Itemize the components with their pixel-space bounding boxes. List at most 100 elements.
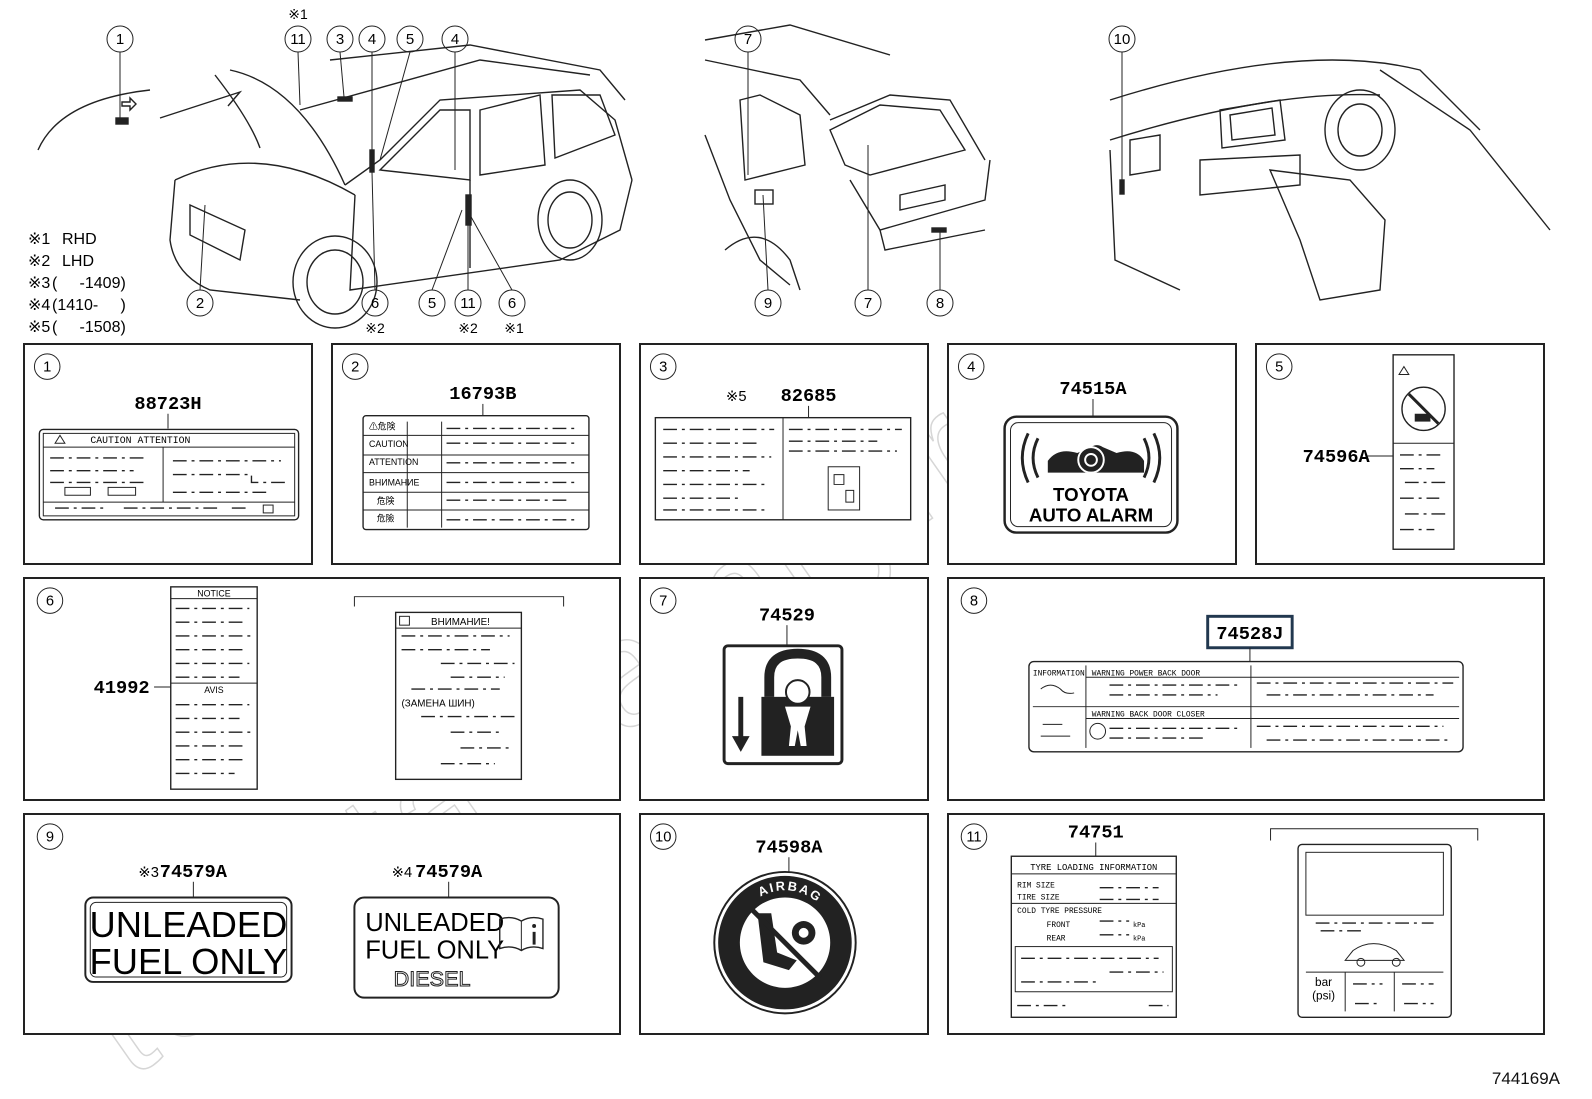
legend-4-text: (1410- ) — [52, 297, 126, 314]
panel-3-part-number: 82685 — [781, 385, 837, 407]
legend-1-mark: ※1 — [28, 231, 50, 248]
label-2-row-5: 危険 — [377, 495, 395, 506]
legend-5-mark: ※5 — [28, 319, 50, 336]
label-6b-sub: (ЗАМЕНА ШИН) — [402, 699, 475, 710]
svg-text:10: 10 — [1114, 31, 1131, 48]
panel-9: 9 ※3 74579A UNLEADED FUEL ONLY ※4 74579A… — [23, 813, 621, 1035]
alarm-line-1: TOYOTA — [1053, 484, 1129, 505]
callout-6b-note: ※1 — [504, 320, 524, 336]
svg-text:1: 1 — [116, 31, 124, 48]
suv-front-view — [37, 44, 633, 329]
left-line-2: FUEL ONLY — [90, 941, 288, 982]
panel-8-part-number: 74528J — [1216, 623, 1283, 645]
panel-9-right-part: 74579A — [415, 861, 483, 883]
panel-4-number: 4 — [967, 360, 975, 376]
tyre-unit-rear: kPa — [1133, 936, 1145, 944]
callout-2: 2 — [186, 289, 214, 317]
svg-text:8: 8 — [936, 295, 944, 312]
panel-1: 1 88723H CAUTION ATTENTION — [23, 343, 313, 565]
label-2-row-1: ⚠危険 — [369, 420, 396, 431]
label-1-header: CAUTION ATTENTION — [90, 435, 190, 446]
tyre-row-tire: TIRE SIZE — [1017, 893, 1060, 902]
legend-5-text: ( -1508) — [52, 319, 126, 336]
legend-3-mark: ※3 — [28, 275, 50, 292]
panel-9-left-note: ※3 — [138, 865, 159, 881]
callout-7b: 7 — [854, 289, 882, 317]
legend-1-text: RHD — [62, 231, 97, 248]
panel-7-part-number: 74529 — [759, 604, 815, 626]
svg-text:9: 9 — [764, 295, 772, 312]
callout-11-top: 11 — [284, 25, 312, 53]
label-2-row-2: CAUTION — [369, 439, 409, 449]
callout-6a-note: ※2 — [365, 320, 385, 336]
label-41992-a: NOTICE AVIS — [170, 586, 258, 790]
panel-4: 4 74515A TOYOTA AUTO ALARM — [947, 343, 1237, 565]
svg-text:6: 6 — [371, 295, 379, 312]
panel-1-part-number: 88723H — [134, 393, 201, 415]
label-8-warn-2: WARNING BACK DOOR CLOSER — [1092, 711, 1205, 720]
label-82685 — [654, 416, 912, 521]
panel-9-number: 9 — [46, 830, 54, 846]
panel-3: 3 ※5 82685 — [639, 343, 929, 565]
panel-2-number: 2 — [351, 360, 359, 376]
tyre-row-rim: RIM SIZE — [1017, 882, 1055, 891]
tyre-unit-psi: (psi) — [1312, 990, 1335, 1003]
panel-2-part-number: 16793B — [449, 383, 516, 405]
panel-3-number: 3 — [659, 360, 667, 376]
callout-6b: 6 — [498, 289, 526, 317]
callout-11-top-note: ※1 — [288, 6, 308, 22]
panel-11-number: 11 — [966, 830, 981, 846]
label-6b-title: ВНИМАНИЕ! — [431, 617, 490, 628]
right-line-3: DIESEL — [394, 966, 471, 991]
left-line-1: UNLEADED — [90, 904, 288, 945]
panel-2: 2 16793B ⚠危険 CAUTION ATTENTION ВНИМАНИЕ … — [331, 343, 621, 565]
panel-8-number: 8 — [970, 594, 978, 610]
svg-text:5: 5 — [406, 31, 414, 48]
tyre-unit-bar: bar — [1315, 976, 1332, 989]
panel-4-part-number: 74515A — [1059, 378, 1127, 400]
callout-3: 3 — [326, 25, 354, 53]
callout-8: 8 — [926, 289, 954, 317]
manual-book-icon — [499, 916, 544, 952]
svg-text:2: 2 — [196, 295, 204, 312]
tyre-row-rear: REAR — [1047, 935, 1066, 944]
suv-rear-view — [704, 24, 991, 291]
callout-10: 10 — [1108, 25, 1136, 53]
callout-1: 1 — [106, 25, 134, 53]
legend-3-text: ( -1409) — [52, 275, 126, 292]
tyre-row-front: FRONT — [1047, 921, 1071, 930]
callout-11-bottom-note: ※2 — [458, 320, 478, 336]
callout-6a: 6 — [361, 289, 389, 317]
callout-7a: 7 — [734, 25, 762, 53]
panel-11: 11 74751 TYRE LOADING INFORMATION RIM SI… — [947, 813, 1545, 1035]
callout-4a: 4 — [358, 25, 386, 53]
panel-7: 7 74529 — [639, 577, 929, 801]
callout-11-bottom: 11 — [454, 289, 482, 317]
panel-1-number: 1 — [43, 360, 51, 376]
tyre-info-label-b: bar (psi) — [1297, 843, 1452, 1018]
svg-text:4: 4 — [368, 31, 376, 48]
panel-8: 8 74528J INFORMATION WARNING POWER BACK … — [947, 577, 1545, 801]
dashboard-view — [1109, 59, 1551, 301]
svg-text:11: 11 — [460, 295, 476, 312]
panel-5-part-number: 74596A — [1303, 446, 1371, 468]
panel-10: 10 74598A AIRBAG — [639, 813, 929, 1035]
svg-text:6: 6 — [508, 295, 516, 312]
callouts: 1 2 11 ※1 3 4 5 4 6 ※2 5 11 ※2 6 ※1 7 9 … — [106, 6, 1136, 336]
label-2-row-6: 危險 — [377, 513, 395, 524]
label-88723H: CAUTION ATTENTION — [38, 428, 300, 521]
label-8-warn-1: WARNING POWER BACK DOOR — [1092, 669, 1201, 678]
panel-9-right-note: ※4 — [392, 865, 413, 881]
label-6a-sub: AVIS — [204, 685, 224, 695]
airbag-warning-icon: AIRBAG — [713, 870, 857, 1015]
tyre-label-title: TYRE LOADING INFORMATION — [1030, 863, 1157, 873]
svg-text:11: 11 — [290, 31, 306, 48]
right-line-1: UNLEADED — [365, 909, 504, 937]
legend-2-mark: ※2 — [28, 253, 50, 270]
diagram-code: 744169A — [1491, 1069, 1560, 1088]
leader-lines — [119, 51, 1123, 291]
legend-4-mark: ※4 — [28, 297, 50, 314]
svg-text:4: 4 — [451, 31, 459, 48]
panel-3-note: ※5 — [726, 389, 747, 405]
